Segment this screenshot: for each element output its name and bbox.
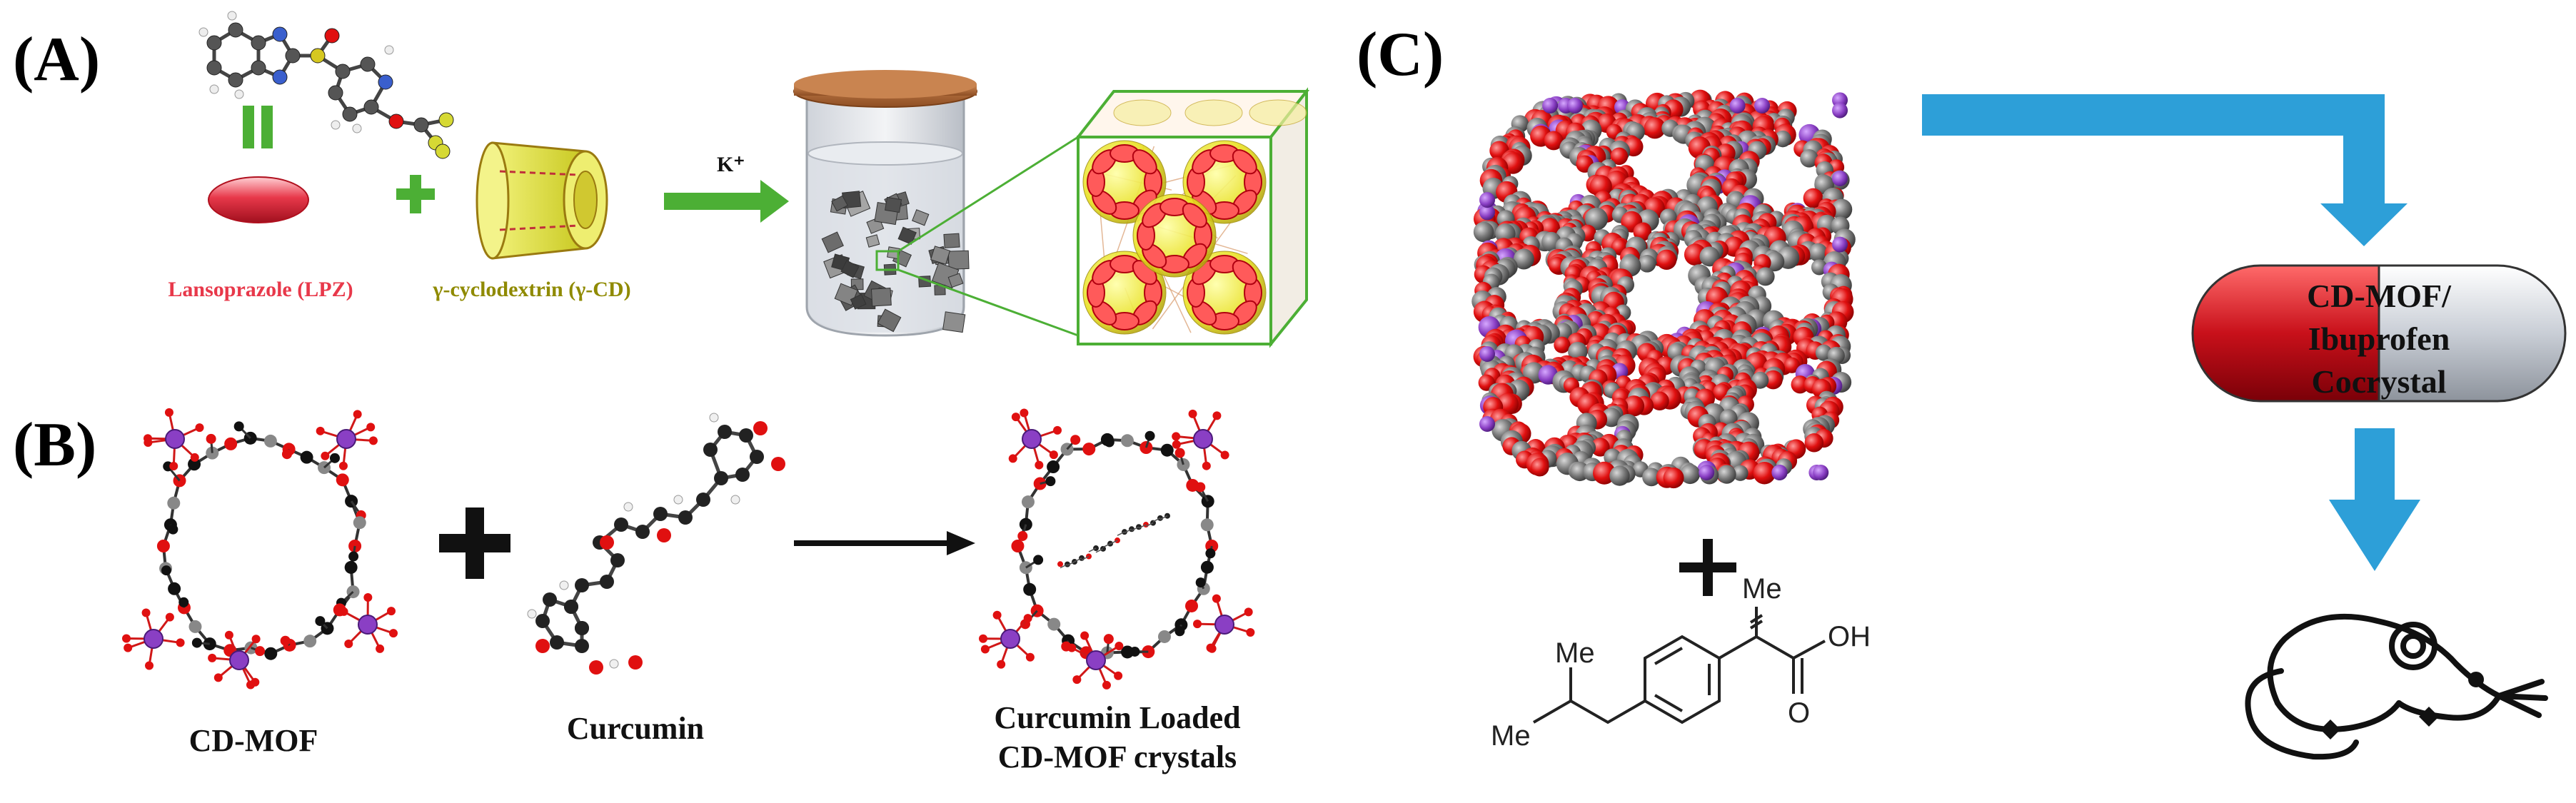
flow-arrow-icon bbox=[1922, 94, 2408, 246]
oh-label: OH bbox=[1828, 621, 1871, 652]
cdmof-label: CD-MOF bbox=[189, 723, 318, 758]
lpz-ellipse-icon bbox=[208, 176, 309, 223]
lansoprazole-molecule bbox=[198, 11, 454, 159]
flow-arrow-icon bbox=[2329, 428, 2420, 571]
curcumin-molecule bbox=[527, 413, 785, 675]
loaded-label-line2: CD-MOF crystals bbox=[998, 739, 1237, 774]
lansoprazole-label: Lansoprazole (LPZ) bbox=[168, 278, 353, 301]
mouse-icon bbox=[2245, 613, 2548, 760]
panel-a: (A) Lansoprazole (LPZ) γ-cyclodextrin (γ… bbox=[13, 11, 1310, 348]
cdmof-spacefill-crystal bbox=[1471, 89, 1856, 489]
loaded-label-line1: Curcumin Loaded bbox=[994, 700, 1240, 735]
capsule-label-line1: CD-MOF/ bbox=[2307, 278, 2452, 314]
me-label-mid: Me bbox=[1555, 637, 1595, 669]
me-label-top: Me bbox=[1742, 573, 1782, 605]
o-label: O bbox=[1788, 697, 1810, 729]
panel-c: (C) Me Me Me OH O bbox=[1357, 20, 2567, 760]
potassium-label: K⁺ bbox=[717, 153, 745, 176]
cdmof-cube-icon bbox=[1075, 87, 1310, 348]
me-label-bottom: Me bbox=[1491, 720, 1531, 752]
plus-icon bbox=[396, 175, 435, 213]
equals-icon bbox=[243, 106, 273, 148]
jar-icon bbox=[793, 70, 977, 337]
capsule-icon: CD-MOF/ Ibuprofen Cocrystal bbox=[2191, 264, 2567, 403]
panel-c-label: (C) bbox=[1357, 20, 1444, 89]
ibuprofen-structure bbox=[1533, 607, 1826, 724]
plus-icon bbox=[439, 507, 510, 579]
capsule-label-line2: Ibuprofen bbox=[2308, 320, 2450, 357]
plus-icon bbox=[1679, 539, 1736, 596]
reaction-arrow-icon bbox=[664, 180, 789, 223]
cyclodextrin-label: γ-cyclodextrin (γ-CD) bbox=[432, 278, 630, 301]
zoom-lines bbox=[897, 136, 1079, 337]
panel-b: (B) CD-MOF Curcumin Curcumin Loaded CD-M… bbox=[13, 408, 1255, 774]
curcumin-label: Curcumin bbox=[567, 711, 704, 746]
cdmof-ring-molecule bbox=[122, 408, 398, 690]
capsule-label-line3: Cocrystal bbox=[2311, 363, 2446, 400]
loaded-ring-molecule bbox=[979, 408, 1255, 690]
cyclodextrin-cone-icon bbox=[476, 141, 608, 260]
panel-b-label: (B) bbox=[13, 410, 96, 480]
reaction-arrow-icon bbox=[794, 531, 975, 555]
panel-a-label: (A) bbox=[13, 25, 100, 94]
